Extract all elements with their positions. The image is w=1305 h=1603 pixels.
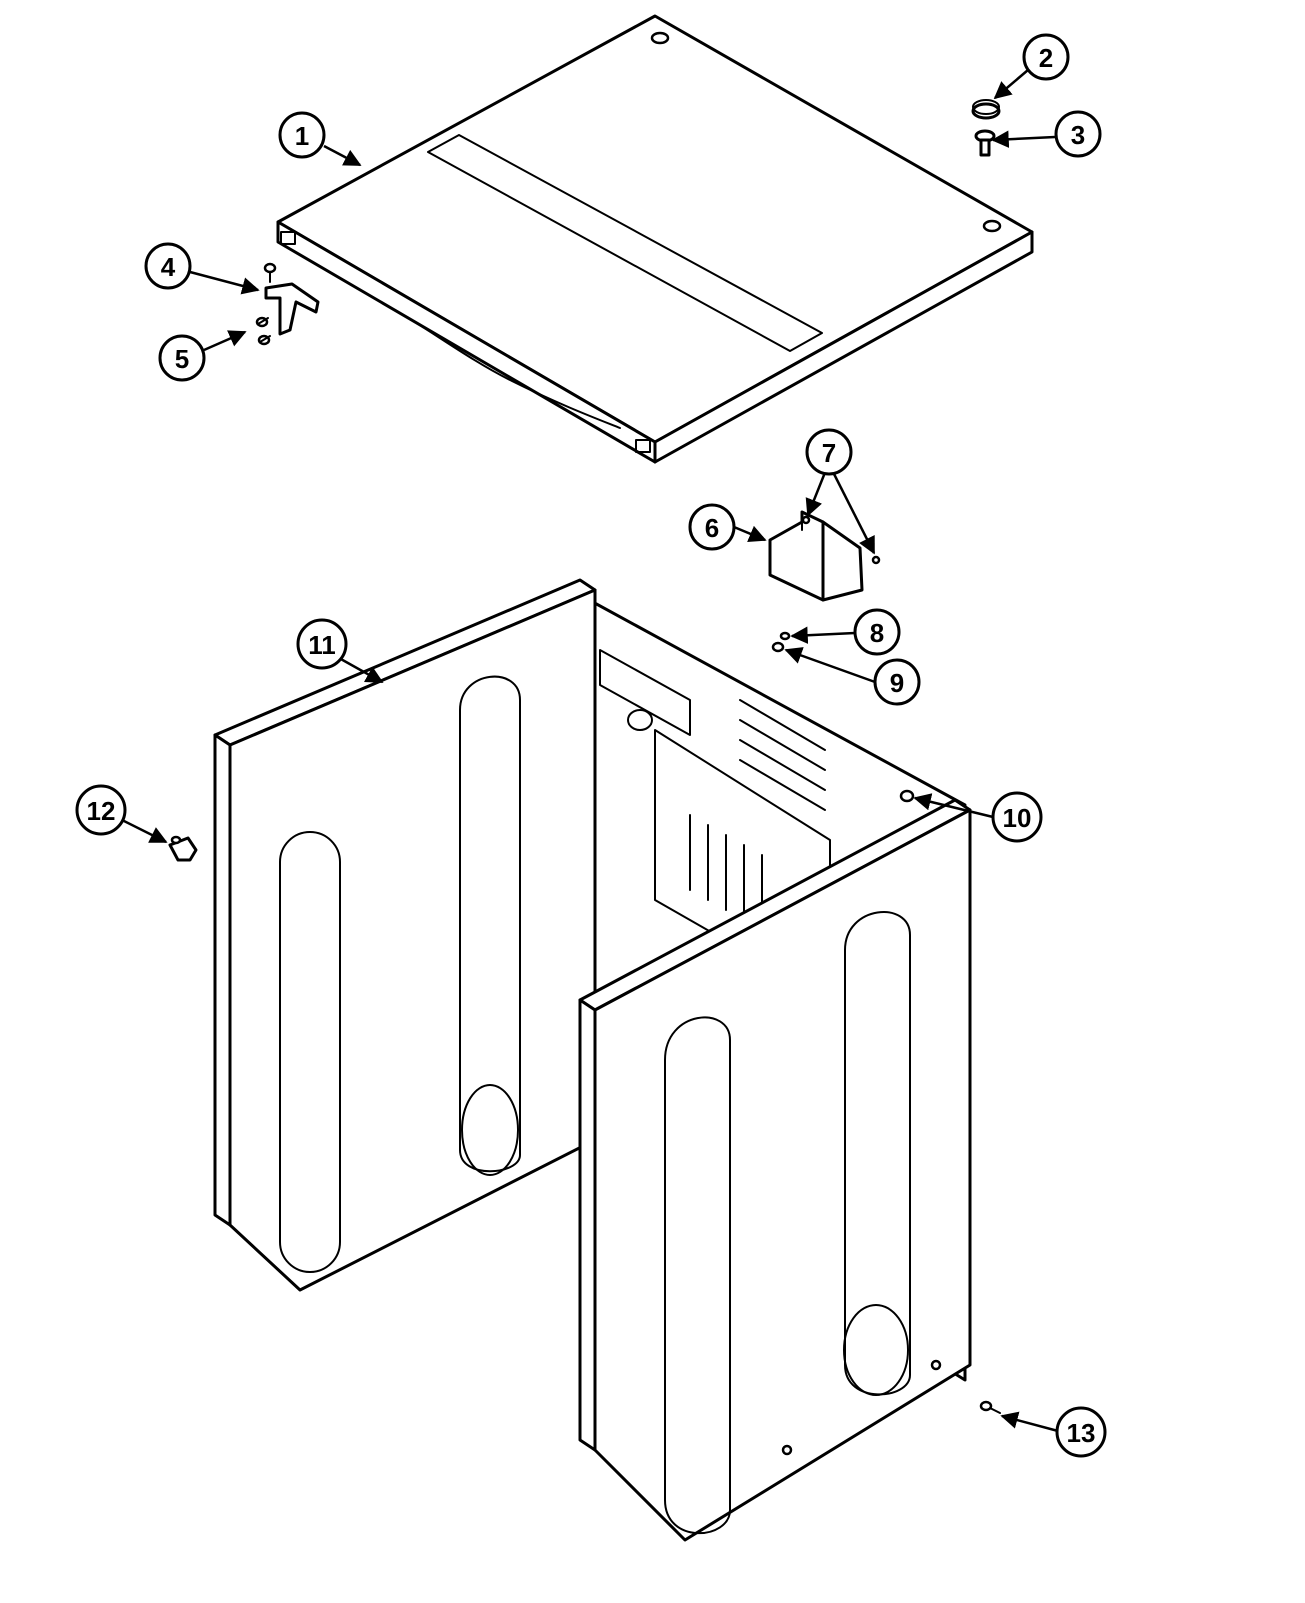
- callout-13: 13: [1055, 1406, 1107, 1458]
- corner-fastener: [899, 789, 915, 803]
- callout-6: 6: [688, 503, 736, 551]
- side-clip: [168, 835, 198, 862]
- callout-12: 12: [75, 784, 127, 836]
- svg-text:4: 4: [161, 252, 176, 282]
- callout-11: 11: [296, 618, 348, 670]
- callout-5: 5: [158, 334, 206, 382]
- mounting-bracket: [768, 510, 881, 602]
- nut-washer: [771, 631, 791, 653]
- plug-button: [971, 99, 1001, 120]
- callout-9: 9: [873, 658, 921, 706]
- callout-2: 2: [1022, 33, 1070, 81]
- callout-4: 4: [144, 242, 192, 290]
- svg-text:5: 5: [175, 344, 189, 374]
- svg-text:10: 10: [1003, 803, 1032, 833]
- svg-text:2: 2: [1039, 43, 1053, 73]
- callout-8: 8: [853, 608, 901, 656]
- svg-text:3: 3: [1071, 120, 1085, 150]
- svg-text:12: 12: [87, 796, 116, 826]
- leader-lines: [121, 69, 1059, 1433]
- left-side-panel: [213, 578, 597, 1292]
- callout-3: 3: [1054, 110, 1102, 158]
- top-panel: [276, 14, 1034, 464]
- base-screw: [979, 1400, 1001, 1414]
- svg-text:13: 13: [1067, 1418, 1096, 1448]
- svg-text:9: 9: [890, 668, 904, 698]
- callout-1: 1: [278, 111, 326, 159]
- callout-7: 7: [805, 428, 853, 476]
- svg-text:1: 1: [295, 121, 309, 151]
- right-side-panel: [578, 798, 972, 1542]
- svg-text:11: 11: [308, 630, 336, 660]
- hinge-bracket: [263, 262, 320, 336]
- hinge-screws: [255, 316, 271, 346]
- svg-text:8: 8: [870, 618, 884, 648]
- callout-10: 10: [991, 791, 1043, 843]
- svg-text:7: 7: [822, 438, 836, 468]
- svg-text:6: 6: [705, 513, 719, 543]
- screw-small: [974, 129, 996, 157]
